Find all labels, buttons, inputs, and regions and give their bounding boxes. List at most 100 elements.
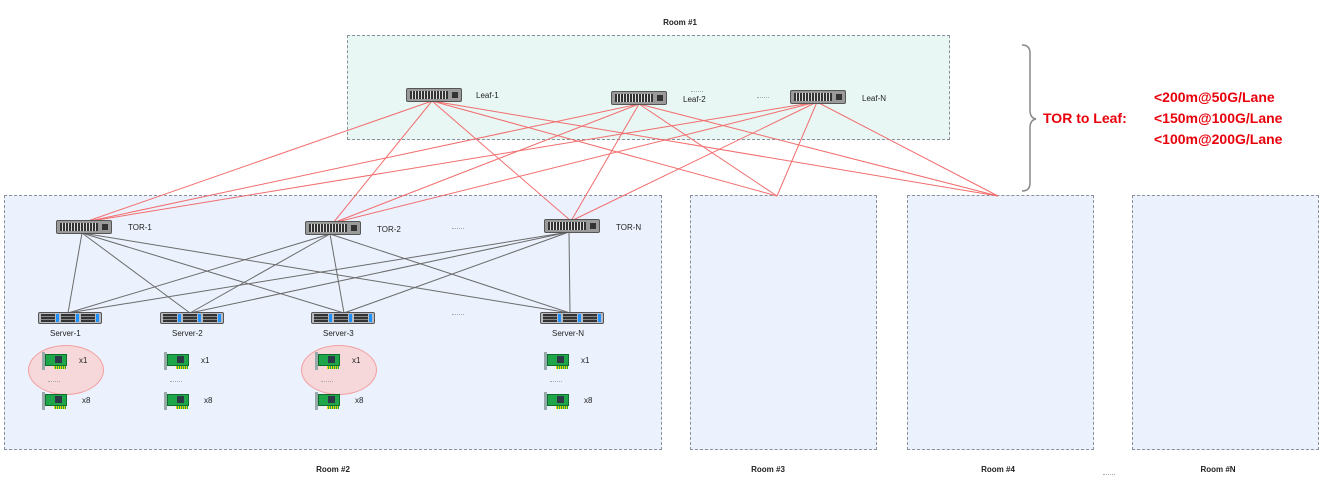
tor-link-1-2 (81, 232, 191, 314)
brace-icon (1021, 44, 1037, 192)
leaf-link-2-4 (638, 103, 778, 197)
room1-box (347, 35, 950, 140)
leaf-link-1-5 (431, 100, 999, 197)
server-3[interactable] (311, 312, 375, 324)
nic-count-top: x1 (581, 356, 590, 365)
drive-led (198, 314, 201, 322)
drive-led (369, 314, 372, 322)
leaf-n-label: Leaf-N (862, 94, 887, 103)
nic-ellipsis (170, 381, 182, 382)
tor-link-3-3 (343, 231, 570, 314)
nic-ellipsis (550, 381, 562, 382)
switch-ports (615, 94, 653, 102)
switch-mgmt-port (836, 94, 842, 100)
nic-count-bottom: x8 (355, 396, 364, 405)
distance-spec-1: <200m@50G/Lane (1154, 89, 1275, 105)
leaf-dots (757, 97, 769, 98)
nic-card-icon (544, 392, 570, 410)
drive-led (56, 314, 59, 322)
server-1[interactable] (38, 312, 102, 324)
tor-server-links (67, 231, 571, 314)
nic-count-bottom: x8 (204, 396, 213, 405)
nic-count-top: x1 (201, 356, 210, 365)
nic-ellipsis (321, 381, 333, 382)
tor-2-label: TOR-2 (377, 225, 401, 234)
server-label: Server-1 (50, 329, 81, 338)
drive-bay (41, 314, 55, 322)
drive-bay (583, 314, 597, 322)
nic-card-icon (315, 392, 341, 410)
server-2[interactable] (160, 312, 224, 324)
leaf-link-3-4 (776, 101, 818, 197)
leaf-switch-2[interactable] (611, 91, 667, 105)
drive-bay (354, 314, 368, 322)
switch-mgmt-port (452, 92, 458, 98)
room4-label: Room #4 (981, 465, 1015, 474)
room4-box (907, 195, 1094, 450)
drive-led (96, 314, 99, 322)
drive-bay (163, 314, 177, 322)
leaf-switch-1[interactable] (406, 88, 462, 102)
nic-count-bottom: x8 (82, 396, 91, 405)
leaf-link-2-3 (570, 103, 640, 222)
leaf-2-label: Leaf-2 (683, 95, 706, 104)
leaf-link-3-3 (570, 101, 818, 222)
drive-led (218, 314, 221, 322)
drive-led (558, 314, 561, 322)
switch-ports (548, 222, 586, 230)
leaf-link-1-2 (332, 100, 433, 224)
drive-led (329, 314, 332, 322)
leaf-link-3-1 (84, 101, 818, 223)
room-ellipsis (1103, 474, 1115, 475)
tor-link-2-4 (329, 233, 571, 314)
tor-link-3-4 (568, 231, 571, 314)
nic-card-icon (164, 352, 190, 370)
nic-count-top: x1 (79, 356, 88, 365)
leaf-link-2-2 (332, 103, 640, 224)
tor-to-leaf-title: TOR to Leaf: (1043, 110, 1127, 126)
tor-link-2-1 (67, 233, 331, 314)
leaf-link-1-1 (84, 100, 433, 223)
leaf-switch-n[interactable] (790, 90, 846, 104)
tor-link-1-3 (81, 232, 345, 314)
roomN-label: Room #N (1200, 465, 1236, 474)
switch-mgmt-port (351, 225, 357, 231)
drive-bay (563, 314, 577, 322)
drive-led (578, 314, 581, 322)
leaf-1-label: Leaf-1 (476, 91, 499, 100)
drive-bay (81, 314, 95, 322)
tor-switch-2[interactable] (305, 221, 361, 235)
leaf-link-3-5 (816, 101, 999, 197)
nic-card-icon (42, 392, 68, 410)
leaf-link-1-3 (431, 100, 572, 222)
tor-link-3-2 (189, 231, 570, 314)
server-label: Server-3 (323, 329, 354, 338)
nic-card-icon (42, 352, 68, 370)
leaf-link-2-1 (84, 103, 640, 223)
server-label: Server-2 (172, 329, 203, 338)
tor-n-label: TOR-N (616, 223, 642, 232)
switch-ports (309, 224, 347, 232)
drive-bay (203, 314, 217, 322)
distance-spec-3: <100m@200G/Lane (1154, 131, 1283, 147)
leaf-uplinks (84, 100, 999, 224)
nic-card-icon (544, 352, 570, 370)
leaf-ellipsis (691, 91, 703, 92)
drive-bay (183, 314, 197, 322)
nic-count-top: x1 (352, 356, 361, 365)
nic-count-bottom: x8 (584, 396, 593, 405)
tor-switch-1[interactable] (56, 220, 112, 234)
switch-mgmt-port (590, 223, 596, 229)
leaf-link-2-5 (638, 103, 999, 197)
room3-box (690, 195, 877, 450)
drive-bay (61, 314, 75, 322)
tor-link-3-1 (67, 231, 570, 314)
drive-bay (334, 314, 348, 322)
roomN-box (1132, 195, 1319, 450)
server-4[interactable] (540, 312, 604, 324)
tor-switch-n[interactable] (544, 219, 600, 233)
room3-label: Room #3 (751, 465, 785, 474)
leaf-link-3-2 (332, 101, 818, 224)
distance-spec-2: <150m@100G/Lane (1154, 110, 1283, 126)
nic-card-icon (164, 392, 190, 410)
